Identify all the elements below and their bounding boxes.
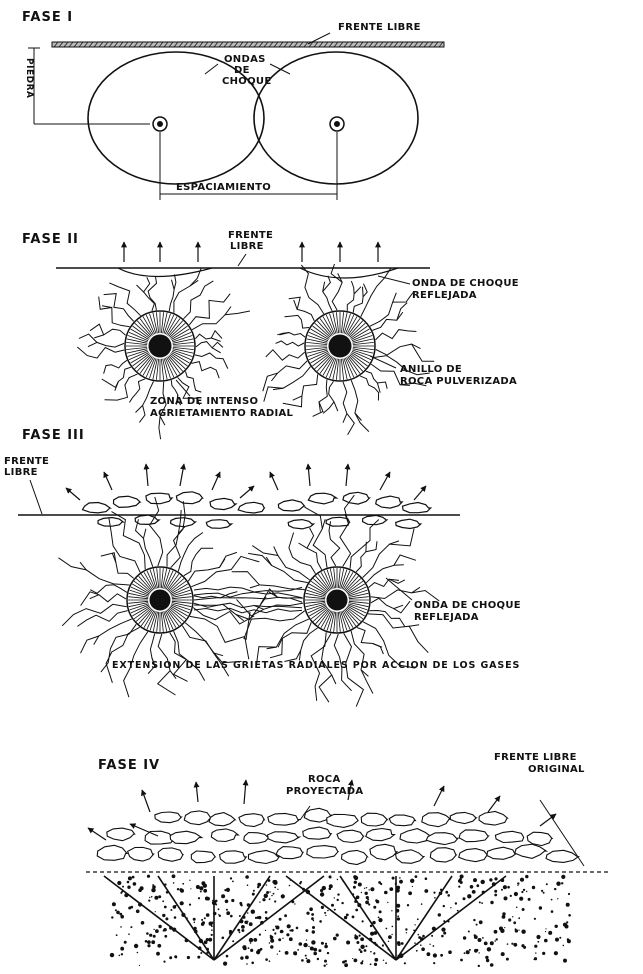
zone-label-2: AGRIETAMIENTO RADIAL: [150, 408, 293, 419]
phase1-title: FASE I: [22, 10, 73, 25]
p3-free-face-label-2: LIBRE: [4, 467, 38, 478]
thrown-rock-label-2: PROYECTADA: [286, 786, 363, 797]
crushed-ring-left-p3: [127, 567, 193, 633]
zone-label-1: ZONA DE INTENSO: [150, 396, 258, 407]
thrown-rock-label-1: ROCA: [308, 774, 340, 785]
shock-wave-pointer-left: [205, 64, 218, 74]
phase4-title: FASE IV: [98, 758, 160, 773]
p3-gas-pointer: [246, 612, 250, 640]
shock-waves-label-1: ONDAS: [224, 54, 266, 65]
phase2-title: FASE II: [22, 232, 79, 247]
phase4-drawing: [86, 780, 610, 967]
p2-free-face-label-2: LIBRE: [230, 241, 264, 252]
p3-reflected-wave-label-1: ONDA DE CHOQUE: [414, 600, 521, 611]
phase1-free-face-label: FRENTE LIBRE: [338, 22, 421, 33]
original-face-label-2: ORIGINAL: [528, 764, 585, 775]
original-face-label-1: FRENTE LIBRE: [494, 752, 577, 763]
p2-free-face-pointer: [238, 254, 246, 266]
p3-reflected-wave-label-2: REFLEJADA: [414, 612, 479, 623]
ring-label-2: ROCA PULVERIZADA: [400, 376, 517, 387]
phase3-title: FASE III: [22, 428, 85, 443]
p2-free-face-label-1: FRENTE: [228, 230, 273, 241]
p3-free-face-label-1: FRENTE: [4, 456, 49, 467]
p2-reflected-wave-label-2: REFLEJADA: [412, 290, 477, 301]
crushed-ring-right-p2: [305, 311, 375, 381]
ring-label-1: ANILLO DE: [400, 364, 462, 375]
crushed-ring-left-p2: [125, 311, 195, 381]
burden-label: PIEDRA: [24, 58, 34, 98]
charge-right-p1: [330, 117, 344, 131]
shock-wave-right: [254, 52, 418, 184]
spacing-label: ESPACIAMIENTO: [176, 182, 271, 193]
charge-left-p1: [153, 117, 167, 131]
gas-extension-label: EXTENSION DE LAS GRIETAS RADIALES POR AC…: [112, 660, 520, 671]
shock-waves-label-3: CHOQUE: [222, 76, 271, 87]
p3-reflected-pointer: [386, 578, 412, 600]
p3-free-face-pointer: [30, 480, 42, 514]
shock-waves-label-2: DE: [234, 65, 250, 76]
crushed-ring-right-p3: [304, 567, 370, 633]
p2-reflected-wave-label-1: ONDA DE CHOQUE: [412, 278, 519, 289]
gas-crack-extension: [194, 587, 302, 613]
